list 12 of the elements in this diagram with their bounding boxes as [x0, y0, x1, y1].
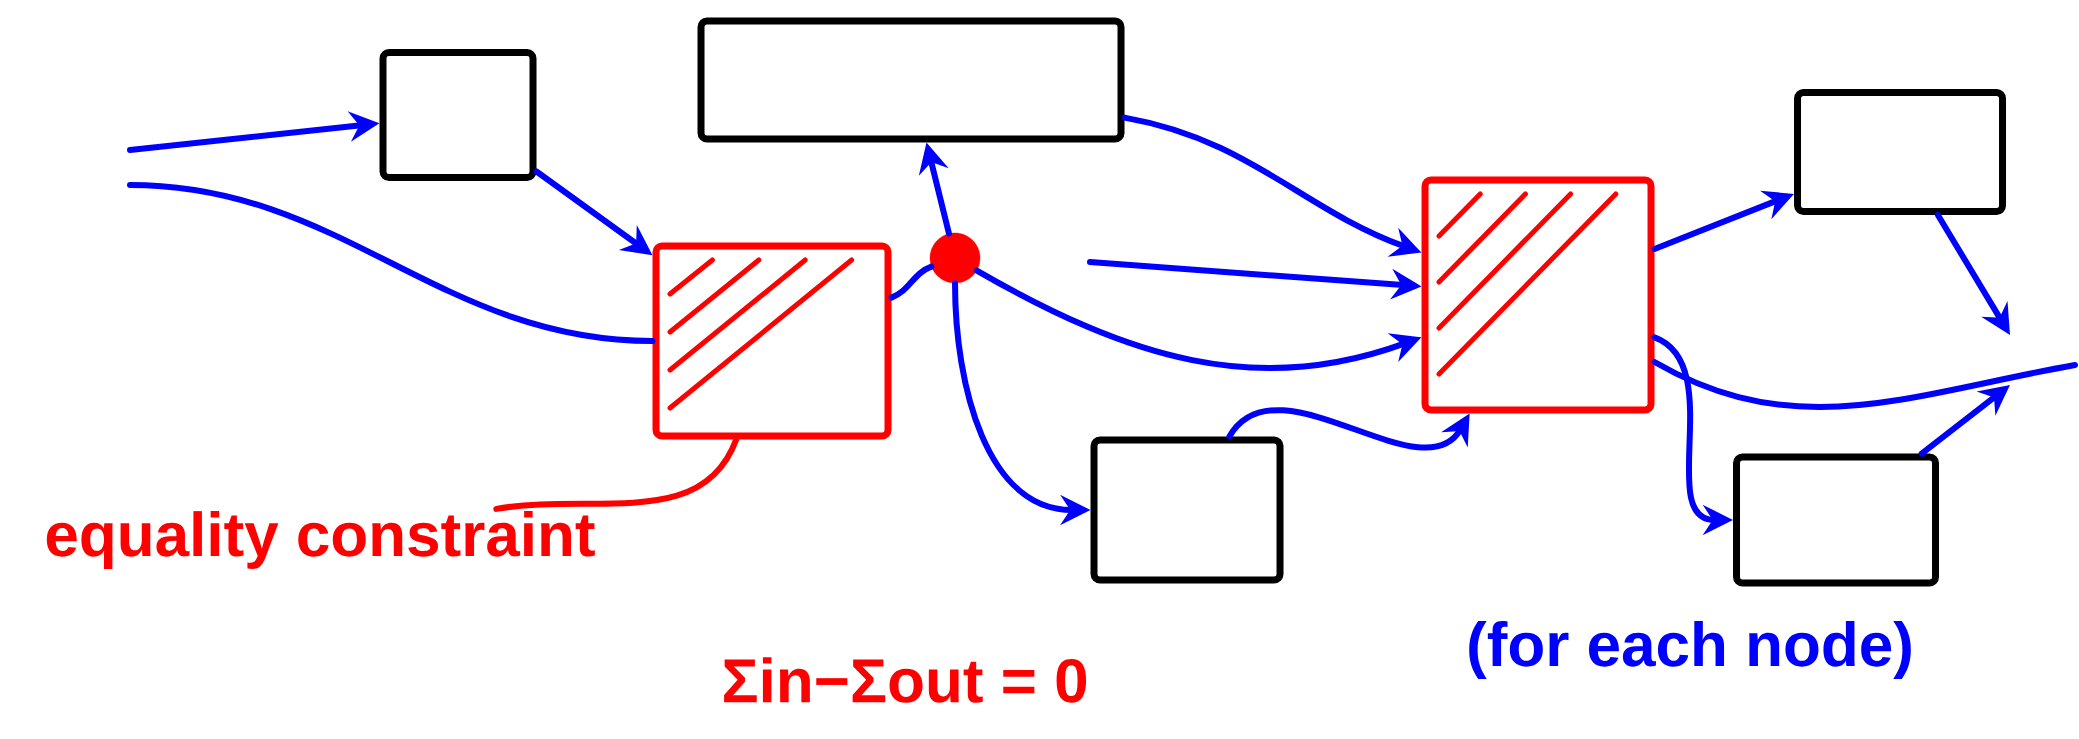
- variable-box: [697, 17, 1125, 143]
- hatched-box: [1421, 176, 1655, 414]
- variable-box: [1733, 453, 1939, 587]
- arrow: [1226, 407, 1470, 451]
- leader-line: [493, 436, 740, 512]
- variable-box: [1794, 89, 2006, 215]
- junction-dot: [929, 232, 981, 284]
- variable-box: [379, 49, 537, 181]
- variable-box: [1090, 436, 1284, 584]
- constraint-note: equality constraint: [46, 511, 595, 569]
- hatched-box: [652, 242, 892, 440]
- flow-equation: Σin−Σout = 0: [724, 657, 1087, 703]
